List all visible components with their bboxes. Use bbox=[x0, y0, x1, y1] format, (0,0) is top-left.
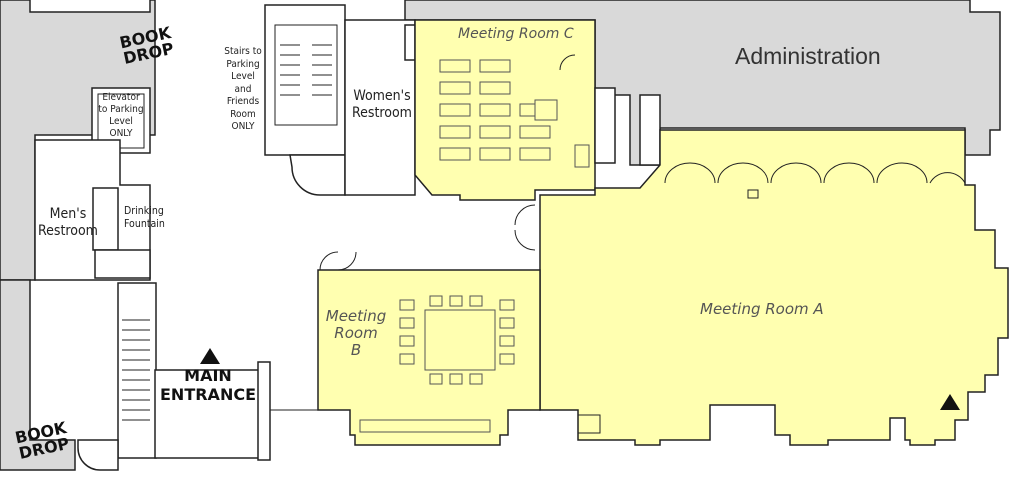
mens-restroom-sink bbox=[94, 249, 151, 279]
meeting-room-c-tables bbox=[439, 59, 590, 168]
womens-restroom-line2: Restroom bbox=[352, 105, 412, 121]
stairs-block bbox=[264, 4, 346, 156]
womens-restroom-room bbox=[344, 19, 416, 196]
mens-restroom-line2: Restroom bbox=[38, 223, 98, 239]
meeting-room-a-label: Meeting Room A bbox=[700, 300, 824, 318]
main-entrance-vestibule bbox=[154, 369, 261, 459]
meeting-room-a bbox=[539, 129, 1009, 446]
left-lower-gray-area bbox=[0, 279, 76, 471]
womens-restroom-line1: Women's bbox=[353, 88, 411, 104]
main-entrance-line2: ENTRANCE bbox=[160, 385, 256, 404]
mens-restroom-line1: Men's bbox=[49, 206, 87, 222]
stairs-line2: Parking bbox=[226, 58, 260, 70]
entrance-door-frame bbox=[257, 361, 271, 461]
stairs-treads bbox=[280, 44, 332, 96]
entrance-arrow-icon bbox=[200, 348, 220, 364]
stairs-line7: ONLY bbox=[231, 121, 255, 132]
womens-restroom-fixture bbox=[404, 24, 416, 61]
elevator-inner bbox=[97, 93, 145, 149]
stairs-well bbox=[274, 24, 338, 126]
meeting-room-b-table bbox=[359, 295, 515, 433]
stairs-label: Stairs to Parking Level and Friends Room… bbox=[220, 46, 266, 134]
meeting-room-b-label: Meeting Room B bbox=[318, 308, 394, 359]
drinking-fountain-line2: Fountain bbox=[124, 218, 165, 230]
meeting-room-b-line3: B bbox=[350, 341, 362, 359]
stairs-door-area bbox=[289, 154, 346, 196]
meeting-room-b-line2: Room bbox=[334, 324, 378, 342]
drinking-fountain-line1: Drinking bbox=[124, 205, 164, 217]
drinking-fountain-label: Drinking Fountain bbox=[124, 205, 170, 231]
door-swing-icon bbox=[319, 54, 576, 271]
womens-restroom-label: Women's Restroom bbox=[350, 88, 414, 122]
main-entrance-line1: MAIN bbox=[184, 366, 232, 385]
meeting-room-a-partitions bbox=[577, 162, 966, 434]
stairs-line6: Room bbox=[230, 108, 256, 120]
meeting-room-b-line1: Meeting bbox=[325, 307, 387, 325]
elevator-line3: Level bbox=[109, 116, 133, 127]
stairs-line5: Friends bbox=[226, 96, 260, 107]
elevator-label: Elevator to Parking Level ONLY bbox=[94, 92, 148, 140]
stairs-line4: and bbox=[234, 83, 252, 95]
elevator-line4: ONLY bbox=[109, 128, 133, 139]
stairs-line1: Stairs to bbox=[224, 46, 262, 57]
main-entrance-label: MAIN ENTRANCE bbox=[156, 366, 260, 404]
mens-restroom-label: Men's Restroom bbox=[36, 206, 100, 240]
meeting-room-c-label: Meeting Room C bbox=[458, 26, 574, 42]
utility-closet-2 bbox=[639, 94, 661, 166]
elevator-line2: to Parking bbox=[98, 104, 144, 115]
wheelchair-accessible-icon bbox=[940, 394, 960, 410]
elevator-line1: Elevator bbox=[102, 92, 140, 103]
stairs-line3: Level bbox=[231, 71, 255, 82]
administration-label: Administration bbox=[735, 43, 881, 69]
mens-restroom-stall bbox=[92, 187, 119, 251]
entrance-stairs-treads bbox=[122, 319, 150, 421]
book-drop-bottom-box bbox=[77, 439, 119, 471]
utility-closet bbox=[594, 87, 616, 164]
